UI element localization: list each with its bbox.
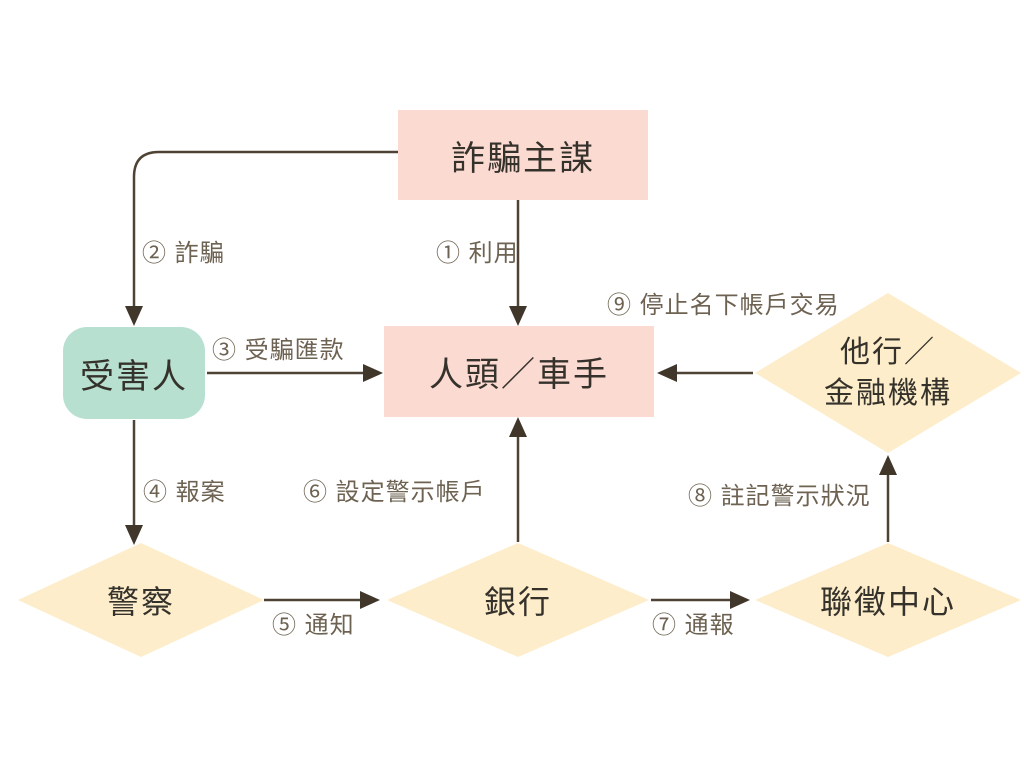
node-victim-label: 受害人: [80, 357, 188, 396]
edge-label-4: ④ 報案: [143, 479, 226, 506]
edge-label-7: ⑦ 通報: [652, 612, 735, 639]
node-mastermind-label: 詐騙主謀: [451, 139, 595, 178]
edge-1-arrowhead: [509, 306, 527, 326]
node-mule: 人頭／車手: [384, 326, 654, 417]
edge-2-line: [132, 150, 398, 321]
node-victim: 受害人: [63, 327, 205, 419]
edge-4-arrowhead: [125, 525, 143, 545]
node-jcic-label: 聯徵中心: [819, 584, 956, 620]
edge-8-arrowhead: [879, 455, 897, 475]
edge-label-5: ⑤ 通知: [272, 612, 355, 639]
node-mule-label: 人頭／車手: [429, 356, 609, 394]
edge-label-9: ⑨ 停止名下帳戶交易: [607, 292, 840, 319]
edge-7-arrowhead: [730, 591, 750, 609]
edge-5-arrowhead: [360, 591, 380, 609]
edge-3-arrowhead: [363, 364, 383, 382]
node-bank-label: 銀行: [483, 584, 552, 620]
edge-2-arrowhead: [125, 306, 143, 326]
edge-label-3: ③ 受騙匯款: [212, 337, 345, 364]
edge-label-8: ⑧ 註記警示狀況: [688, 483, 871, 510]
edge-6-arrowhead: [509, 417, 527, 437]
node-police-label: 警察: [106, 584, 175, 620]
edge-9-arrowhead: [657, 364, 677, 382]
edge-label-2: ② 詐騙: [142, 240, 225, 267]
node-other-banks-label: 他行／ 金融機構: [824, 336, 952, 410]
edge-label-6: ⑥ 設定警示帳戶: [303, 479, 486, 506]
edge-label-1: ① 利用: [436, 240, 519, 267]
node-mastermind: 詐騙主謀: [398, 110, 648, 200]
